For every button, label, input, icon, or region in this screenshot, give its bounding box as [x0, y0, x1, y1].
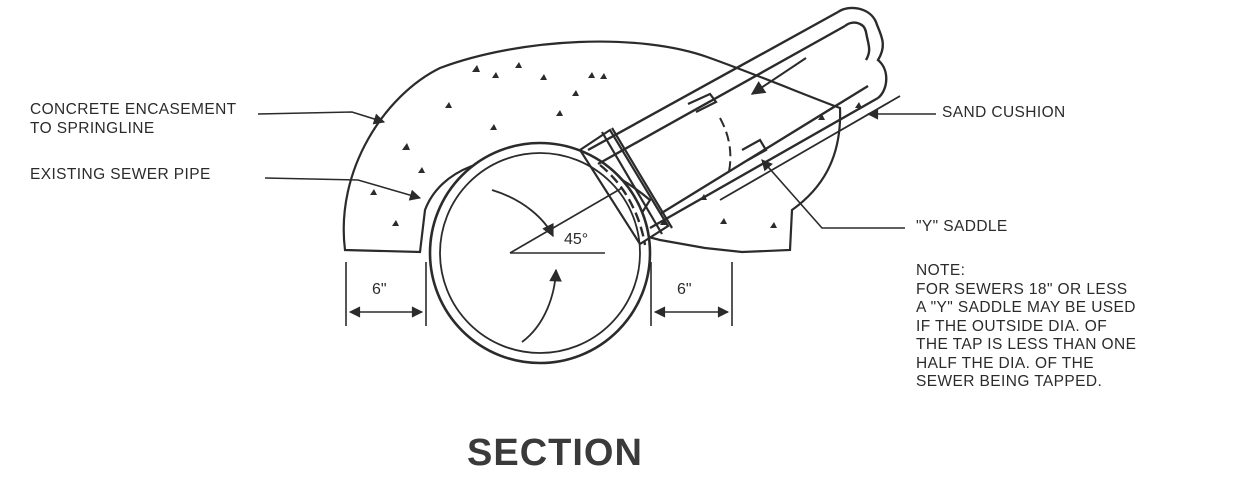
saddle-arc — [719, 117, 732, 177]
label-to-springline: TO SPRINGLINE — [30, 120, 155, 137]
note-block: NOTE: FOR SEWERS 18" OR LESS A "Y" SADDL… — [916, 262, 1246, 392]
angle-ray — [509, 187, 623, 254]
note-line: A "Y" SADDLE MAY BE USED — [916, 299, 1136, 316]
dimension-left-label: 6" — [372, 281, 387, 298]
flow-arrow — [750, 57, 807, 95]
angle-label: 45° — [564, 231, 588, 248]
label-y-saddle: "Y" SADDLE — [916, 218, 1008, 235]
label-sand-cushion: SAND CUSHION — [942, 104, 1066, 121]
saddle-band — [599, 164, 647, 246]
note-line: IF THE OUTSIDE DIA. OF — [916, 317, 1108, 335]
note-line: SEWER BEING TAPPED. — [916, 373, 1103, 390]
concrete-aggregate — [370, 62, 862, 228]
dimension-right-label: 6" — [677, 281, 692, 298]
label-existing-sewer-pipe: EXISTING SEWER PIPE — [30, 166, 211, 183]
note-line: THE TAP IS LESS THAN ONE — [916, 336, 1137, 353]
note-heading: NOTE: — [916, 262, 966, 279]
note-line: HALF THE DIA. OF THE — [916, 354, 1094, 372]
note-line: FOR SEWERS 18" OR LESS — [916, 280, 1128, 298]
angle-arc-upper — [491, 189, 554, 238]
dimension-left — [345, 262, 427, 326]
tap-coupling — [578, 92, 768, 246]
angle-arc-lower — [521, 268, 562, 343]
dimension-right — [650, 262, 733, 326]
leader-y-saddle — [761, 159, 905, 229]
label-concrete-encasement: CONCRETE ENCASEMENT — [30, 101, 237, 118]
leader-concrete — [257, 111, 386, 125]
leader-existing-pipe — [264, 177, 422, 201]
section-title: SECTION — [467, 432, 643, 474]
